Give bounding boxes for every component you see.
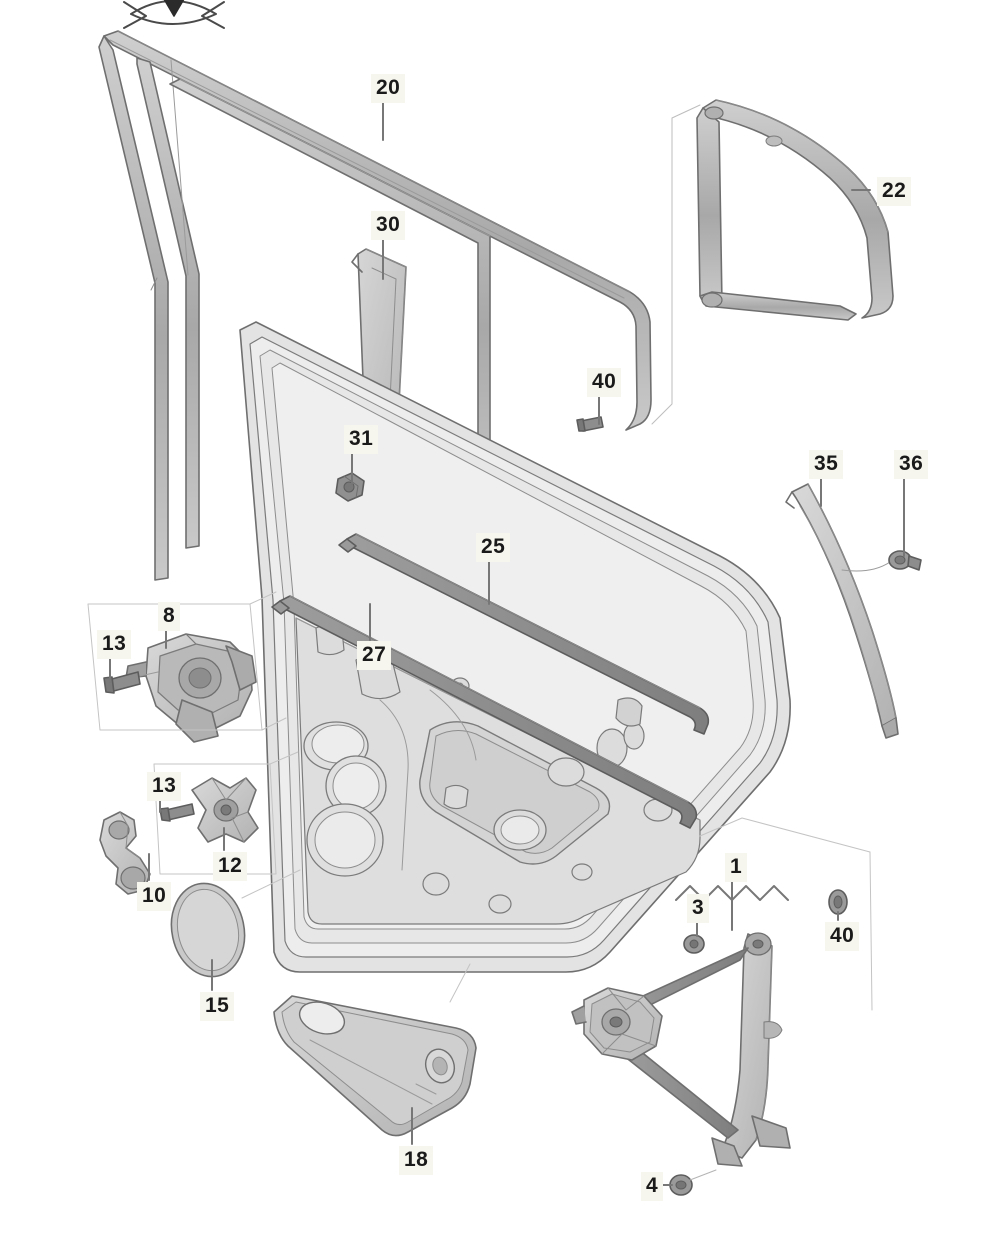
callout-25[interactable]: 25 [476, 533, 511, 562]
part-13-lower-bolt [159, 803, 195, 822]
part-22-quarter-window-seal [651, 99, 894, 425]
part-18-water-shield [273, 963, 477, 1137]
part-40-lower-bolt [828, 889, 848, 915]
callout-3[interactable]: 3 [687, 894, 710, 923]
callout-20[interactable]: 20 [371, 74, 406, 103]
callout-27[interactable]: 27 [357, 641, 392, 670]
part-20-window-frame-seal [98, 30, 652, 581]
callout-30[interactable]: 30 [371, 211, 406, 240]
callout-13-upper[interactable]: 13 [97, 630, 132, 659]
part-31-guide-clip [335, 472, 365, 502]
part-35-rear-guide-rail [785, 483, 899, 739]
callout-40-upper[interactable]: 40 [587, 368, 622, 397]
callout-18[interactable]: 18 [399, 1146, 434, 1175]
part-3-regulator-nut [683, 934, 705, 954]
part-40-upper-bolt [576, 416, 604, 432]
callout-40-lower[interactable]: 40 [825, 922, 860, 951]
part-4-mounting-bolt [669, 1169, 717, 1196]
part-36-rail-fastener [888, 550, 922, 571]
callout-8[interactable]: 8 [158, 602, 181, 631]
callout-35[interactable]: 35 [809, 450, 844, 479]
callout-12[interactable]: 12 [213, 852, 248, 881]
callout-22[interactable]: 22 [877, 177, 912, 206]
part-12-crank-bracket [153, 751, 299, 875]
callout-36[interactable]: 36 [894, 450, 929, 479]
part-15-sealing-plug [170, 869, 301, 978]
callout-1[interactable]: 1 [725, 853, 748, 882]
door-inner-panel [239, 321, 791, 973]
callout-31[interactable]: 31 [344, 425, 379, 454]
callout-15[interactable]: 15 [200, 992, 235, 1021]
callout-4[interactable]: 4 [641, 1172, 664, 1201]
part-1-window-regulator-assembly [571, 817, 873, 1167]
callout-13-lower[interactable]: 13 [147, 772, 182, 801]
part-13-upper-bolt [103, 671, 159, 694]
callout-10[interactable]: 10 [137, 882, 172, 911]
part-25-outer-scraper-seal [338, 533, 710, 735]
part-8-regulator-motor [87, 591, 287, 743]
view-direction-icon [123, 0, 225, 29]
